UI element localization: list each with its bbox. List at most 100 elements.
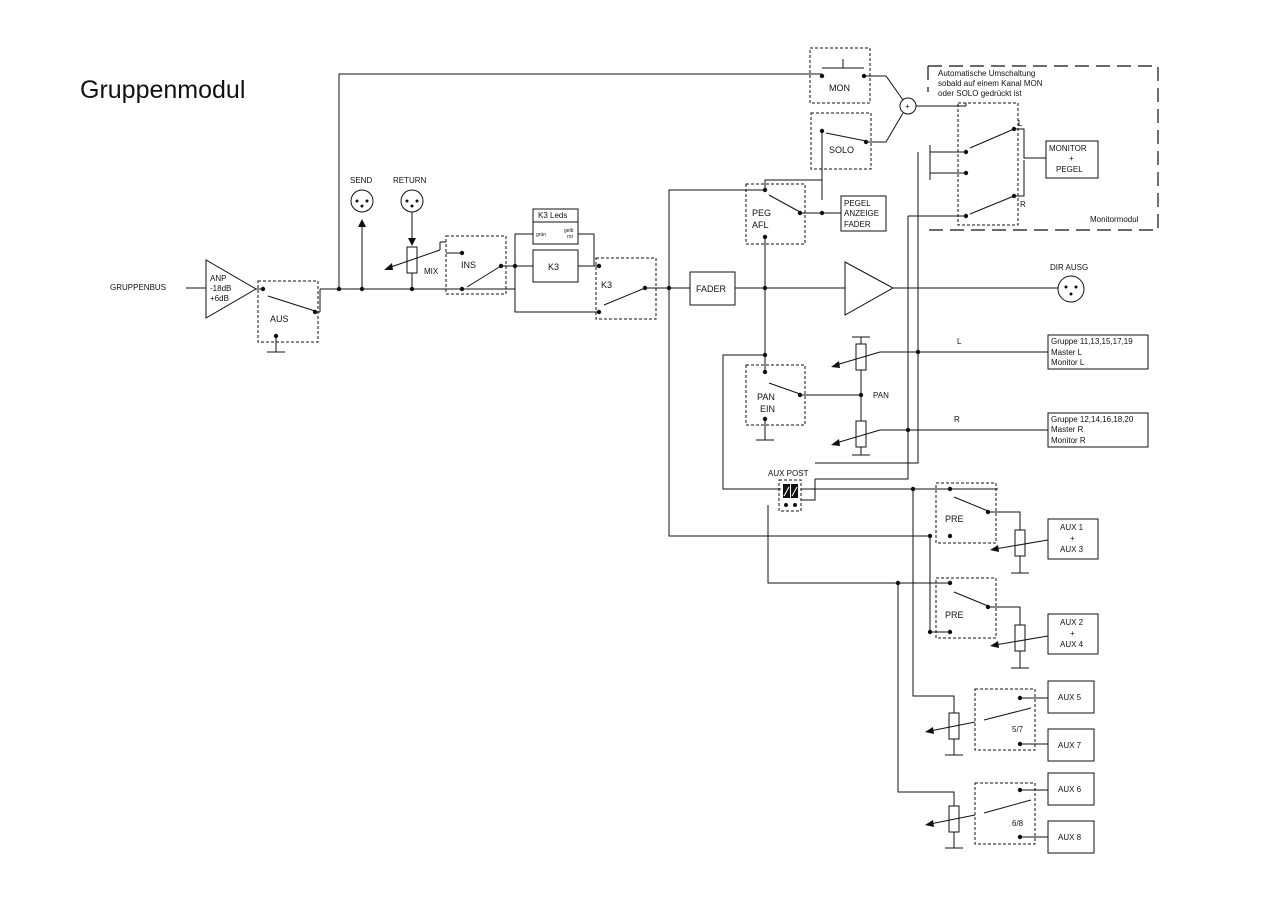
solo-to-sum-line [866,112,904,143]
ins-label: INS [461,260,476,270]
aux8-box: AUX 8 [1047,820,1095,854]
aux24-line1: AUX 2 [1060,618,1084,627]
k3-switch-label: K3 [601,280,612,290]
aux7-box: AUX 7 [1047,728,1095,762]
aux7-label: AUX 7 [1058,741,1082,750]
dir-ausg-connector: DIR AUSG [1050,263,1088,303]
mon-label: MON [829,83,850,93]
aux13-line2: + [1070,534,1075,543]
aux24-box: AUX 2 + AUX 4 [1047,613,1099,655]
aux6-box: AUX 6 [1047,772,1095,806]
monitor-line2: + [1069,154,1074,163]
return-connector: RETURN MIX [384,176,441,289]
mon-feed-line [338,73,822,289]
peg-afl-switch: PEG AFL [745,183,806,245]
group-l-box: Gruppe 11,13,15,17,19 Master L Monitor L [1047,334,1149,370]
monitor-line1: MONITOR [1049,144,1087,153]
monitor-switch: L R [957,102,1026,226]
aus-label: AUS [270,314,289,324]
afl-r-line [815,216,909,480]
afl-label: AFL [752,220,769,230]
group-l-line3: Monitor L [1051,358,1085,367]
summing-junction: + [899,97,966,115]
dir-ausg-xlr-icon [1057,275,1085,303]
pegel-line1: PEGEL [844,199,871,208]
aux8-label: AUX 8 [1058,833,1082,842]
aux24-bus [767,505,898,584]
pre-1-label: PRE [945,514,964,524]
group-r-line2: Master R [1051,425,1084,434]
send-xlr-icon [350,189,374,213]
gruppenbus-input: GRUPPENBUS [110,283,206,292]
pre-switch-2: PRE [935,577,997,639]
auto-note-1: Automatische Umschaltung [938,69,1035,78]
k3-leds-label: K3 Leds [538,211,567,220]
group-r-line1: Gruppe 12,14,16,18,20 [1051,415,1134,424]
send-label: SEND [350,176,372,185]
monitormodul-frame: Automatische Umschaltung sobald auf eine… [927,65,1159,231]
pegel-line2: ANZEIGE [844,209,879,218]
k3-relay-block: K3 Leds grün gelb rot K3 [514,208,599,313]
sw57-label: 5/7 [1012,725,1024,734]
k3-leds-box [532,208,579,245]
aus-switch: AUS [256,280,321,353]
aux24-line2: + [1070,629,1075,638]
led-yellow-label: gelb [564,228,574,234]
group-r-box: Gruppe 12,14,16,18,20 Master R Monitor R [1047,412,1149,448]
bus-r-label: R [954,415,960,424]
page-title: Gruppenmodul [80,76,246,104]
pan-ein-switch: PAN EIN [745,364,806,426]
return-label: RETURN [393,176,427,185]
mon-to-sum-line [864,75,904,101]
mon-switch: MON [809,47,871,104]
solo-label: SOLO [829,145,854,155]
ins-switch: INS [440,235,507,295]
peg-label: PEG [752,208,771,218]
led-red-label: rot [567,234,573,240]
aux-post-label: AUX POST [768,469,809,478]
pan-label: PAN [873,391,889,400]
led-green-label: grün [536,232,546,238]
gruppenbus-label: GRUPPENBUS [110,283,166,292]
k3-relay-box [532,249,579,283]
monitor-pegel-box: MONITOR + PEGEL [1045,140,1099,179]
aux24-line3: AUX 4 [1060,640,1084,649]
auto-note-3: oder SOLO gedrückt ist [938,89,1022,98]
mon-l-label: L [1018,119,1023,128]
bus-l-label: L [957,337,962,346]
solo-switch: SOLO [810,112,872,170]
anp-plus-label: +6dB [210,294,229,303]
aux6-label: AUX 6 [1058,785,1082,794]
mix-label: MIX [424,267,439,276]
pan-potentiometers: PAN [831,336,889,456]
input-amplifier: ANP -18dB +6dB [205,259,257,319]
monitor-line3: PEGEL [1056,165,1083,174]
pre-fader-bus [668,288,930,537]
mon-r-label: R [1020,200,1026,209]
pegel-anzeige-box: PEGEL ANZEIGE FADER [840,195,887,232]
aux5-label: AUX 5 [1058,693,1082,702]
switch-68: 6/8 [974,782,1036,845]
group-l-line2: Master L [1051,348,1083,357]
anp-minus-label: -18dB [210,284,231,293]
aux13-box: AUX 1 + AUX 3 [1047,518,1099,560]
output-amplifier [844,261,1058,316]
aux5-box: AUX 5 [1047,680,1095,714]
aux-post-switch: AUX POST [768,469,809,512]
anp-label: ANP [210,274,226,283]
group-r-line3: Monitor R [1051,436,1086,445]
return-xlr-icon [400,189,424,213]
monitormodul-label: Monitormodul [1090,215,1139,224]
sum-plus-label: + [905,102,910,111]
auto-note-2: sobald auf einem Kanal MON [938,79,1043,88]
sw68-label: 6/8 [1012,819,1024,828]
aux57-feed [912,489,955,713]
send-connector: SEND [350,176,374,289]
aux13-line3: AUX 3 [1060,545,1084,554]
pegel-line3: FADER [844,220,871,229]
dir-ausg-label: DIR AUSG [1050,263,1088,272]
afl-l-line [822,152,919,464]
fader-label: FADER [696,284,727,294]
aux13-line1: AUX 1 [1060,523,1084,532]
